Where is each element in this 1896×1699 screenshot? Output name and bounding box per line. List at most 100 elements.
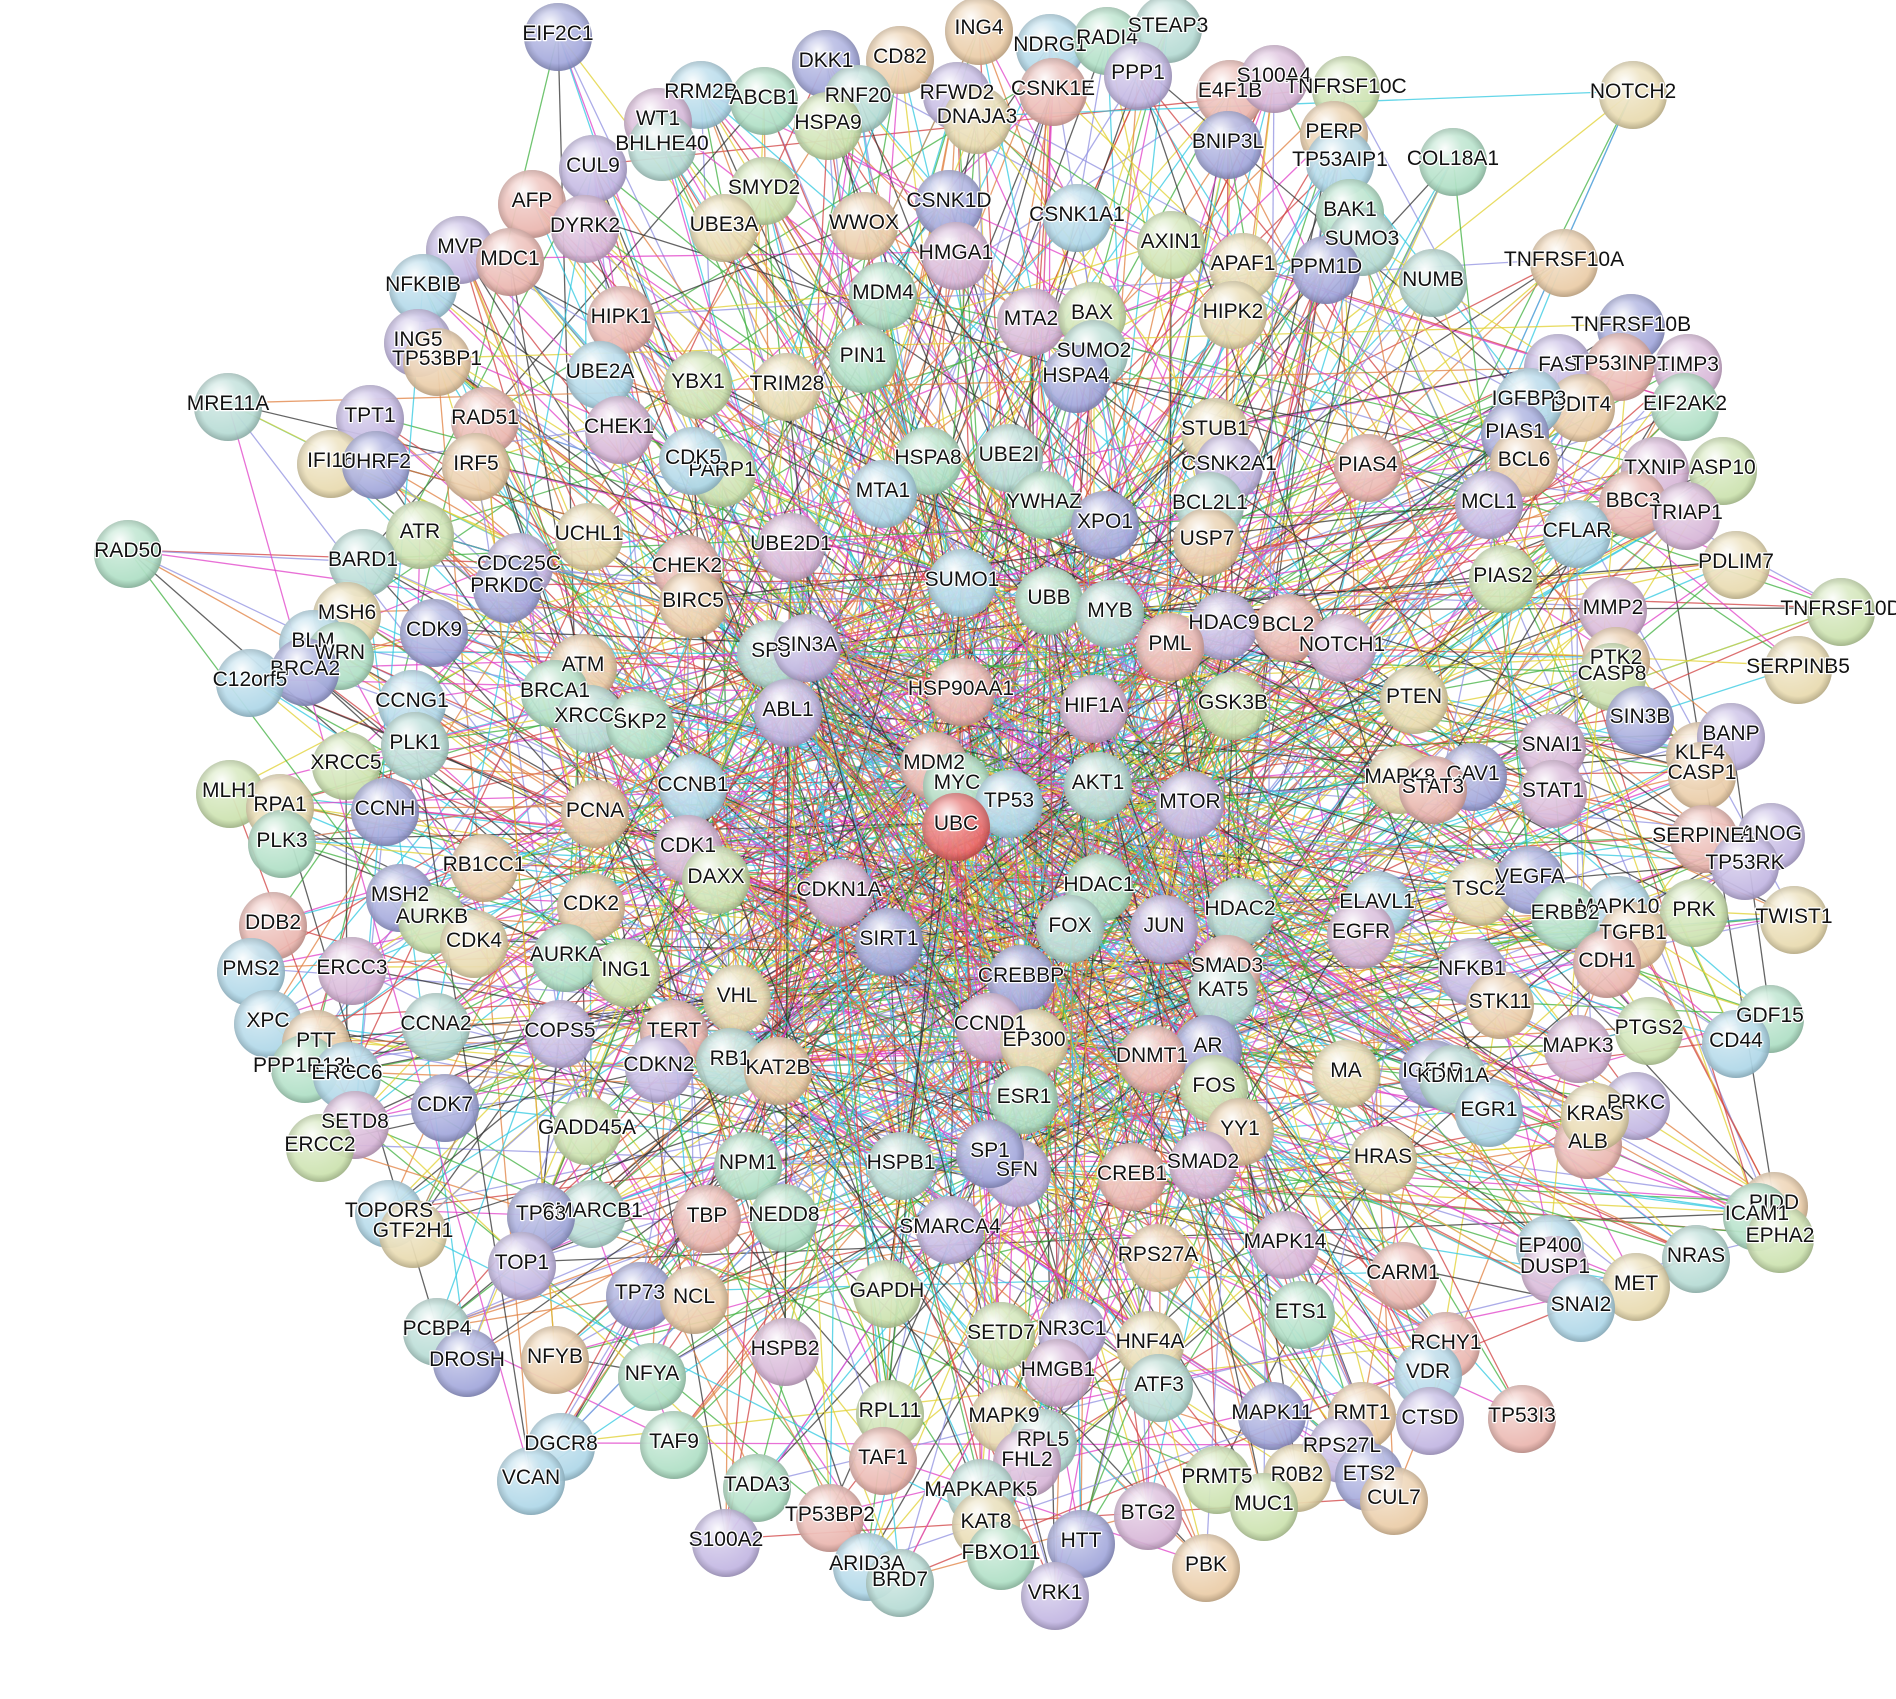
protein-node-taf9[interactable]	[640, 1411, 708, 1479]
protein-node-tnfrsf10a[interactable]	[1530, 229, 1598, 297]
protein-node-vrk1[interactable]	[1021, 1562, 1089, 1630]
protein-node-cdk7[interactable]	[411, 1074, 479, 1142]
protein-node-pten[interactable]	[1380, 666, 1448, 734]
protein-node-kat2b[interactable]	[744, 1037, 812, 1105]
protein-node-epha2[interactable]	[1746, 1205, 1814, 1273]
protein-node-tp53rk[interactable]	[1711, 832, 1779, 900]
protein-node-skp2[interactable]	[606, 691, 674, 759]
protein-node-cflar[interactable]	[1543, 500, 1611, 568]
protein-node-tp53bp1[interactable]	[403, 328, 471, 396]
protein-node-ncl[interactable]	[660, 1266, 728, 1334]
protein-node-rb1cc1[interactable]	[450, 834, 518, 902]
protein-node-ing4[interactable]	[945, 0, 1013, 65]
protein-node-dnmt1[interactable]	[1118, 1025, 1186, 1093]
protein-node-hspb1[interactable]	[867, 1132, 935, 1200]
protein-node-ubb[interactable]	[1015, 567, 1083, 635]
protein-node-crebbp[interactable]	[987, 945, 1055, 1013]
protein-node-nras[interactable]	[1662, 1225, 1730, 1293]
protein-node-chek1[interactable]	[585, 396, 653, 464]
protein-node-wwox[interactable]	[830, 192, 898, 260]
protein-node-rps27a[interactable]	[1124, 1224, 1192, 1292]
protein-node-ube2a[interactable]	[566, 341, 634, 409]
protein-node-pdlim7[interactable]	[1702, 531, 1770, 599]
protein-node-pcna[interactable]	[561, 780, 629, 848]
protein-node-hmgb1[interactable]	[1024, 1339, 1092, 1407]
protein-node-foxo3[interactable]	[1036, 895, 1104, 963]
protein-node-ets1[interactable]	[1267, 1281, 1335, 1349]
protein-node-serpinb5[interactable]	[1764, 636, 1832, 704]
protein-node-gsk3b[interactable]	[1199, 672, 1267, 740]
protein-node-hdac9[interactable]	[1190, 592, 1258, 660]
protein-node-mta1[interactable]	[849, 460, 917, 528]
protein-node-trim28[interactable]	[753, 353, 821, 421]
protein-node-pml[interactable]	[1136, 613, 1204, 681]
protein-node-irf5[interactable]	[442, 433, 510, 501]
protein-node-dnaja3[interactable]	[943, 86, 1011, 154]
protein-node-hspa4[interactable]	[1042, 345, 1110, 413]
protein-node-sin3a[interactable]	[773, 614, 841, 682]
protein-node-uhrf2[interactable]	[342, 431, 410, 499]
protein-node-vhl[interactable]	[703, 965, 771, 1033]
protein-node-afp[interactable]	[498, 170, 566, 238]
protein-node-ubc[interactable]	[922, 793, 990, 861]
protein-node-top1[interactable]	[488, 1232, 556, 1300]
protein-node-brd7[interactable]	[866, 1549, 934, 1617]
protein-node-mta2[interactable]	[997, 288, 1065, 356]
protein-node-nfyb[interactable]	[521, 1326, 589, 1394]
protein-node-gadd45a[interactable]	[553, 1097, 621, 1165]
protein-node-smarcb1[interactable]	[558, 1180, 626, 1248]
protein-node-abl1[interactable]	[754, 679, 822, 747]
protein-node-mdm4[interactable]	[849, 262, 917, 330]
protein-node-stat1[interactable]	[1519, 760, 1587, 828]
protein-node-jun[interactable]	[1130, 895, 1198, 963]
protein-node-gapdh[interactable]	[853, 1260, 921, 1328]
protein-node-stat3[interactable]	[1399, 756, 1467, 824]
protein-node-prkaa1[interactable]	[1660, 879, 1728, 947]
protein-node-triap1[interactable]	[1652, 482, 1720, 550]
protein-node-tp53bp2[interactable]	[796, 1484, 864, 1552]
protein-node-s100a2[interactable]	[692, 1509, 760, 1577]
protein-node-gtf2h1[interactable]	[379, 1200, 447, 1268]
protein-node-mapk14[interactable]	[1251, 1211, 1319, 1279]
protein-node-tsc2[interactable]	[1445, 858, 1513, 926]
protein-node-hspb2[interactable]	[751, 1318, 819, 1386]
protein-node-akt1[interactable]	[1064, 752, 1132, 820]
protein-node-brca2[interactable]	[271, 638, 339, 706]
protein-node-mmp2[interactable]	[1579, 577, 1647, 645]
protein-node-ppm1d[interactable]	[1292, 236, 1360, 304]
protein-node-hipk2[interactable]	[1199, 281, 1267, 349]
protein-node-rad50[interactable]	[94, 520, 162, 588]
protein-node-fbxo11[interactable]	[967, 1522, 1035, 1590]
protein-node-smarca4[interactable]	[916, 1196, 984, 1264]
protein-node-nedd8[interactable]	[750, 1184, 818, 1252]
protein-node-ercc2[interactable]	[286, 1114, 354, 1182]
protein-node-mtor[interactable]	[1156, 771, 1224, 839]
protein-node-mcl1[interactable]	[1455, 471, 1523, 539]
protein-node-asp10[interactable]	[1689, 437, 1757, 505]
protein-node-casp1[interactable]	[1668, 742, 1736, 810]
protein-node-taf1[interactable]	[849, 1427, 917, 1495]
protein-node-ube2d1[interactable]	[757, 513, 825, 581]
protein-node-ctsd[interactable]	[1396, 1387, 1464, 1455]
protein-node-sirt1[interactable]	[855, 908, 923, 976]
protein-node-bbc3[interactable]	[1599, 470, 1667, 538]
protein-node-csnk1d[interactable]	[915, 170, 983, 238]
protein-node-kras[interactable]	[1561, 1083, 1629, 1151]
protein-node-xrcc5[interactable]	[312, 732, 380, 800]
protein-node-sumo1[interactable]	[928, 549, 996, 617]
protein-node-carm1[interactable]	[1369, 1242, 1437, 1310]
protein-node-bard1[interactable]	[329, 529, 397, 597]
protein-node-ccnh[interactable]	[351, 778, 419, 846]
protein-node-bcl2[interactable]	[1254, 594, 1322, 662]
protein-node-atr[interactable]	[386, 501, 454, 569]
protein-node-ing1[interactable]	[592, 939, 660, 1007]
protein-node-snai2[interactable]	[1547, 1274, 1615, 1342]
protein-node-xrcc6[interactable]	[556, 685, 624, 753]
protein-node-mre11a[interactable]	[194, 373, 262, 441]
protein-node-csnk1a1[interactable]	[1043, 184, 1111, 252]
protein-node-mapk1[interactable]	[1312, 1040, 1380, 1108]
protein-node-sin3b[interactable]	[1606, 686, 1674, 754]
protein-node-tp53[interactable]	[975, 770, 1043, 838]
protein-node-npm1[interactable]	[714, 1132, 782, 1200]
protein-node-hmga1[interactable]	[922, 222, 990, 290]
